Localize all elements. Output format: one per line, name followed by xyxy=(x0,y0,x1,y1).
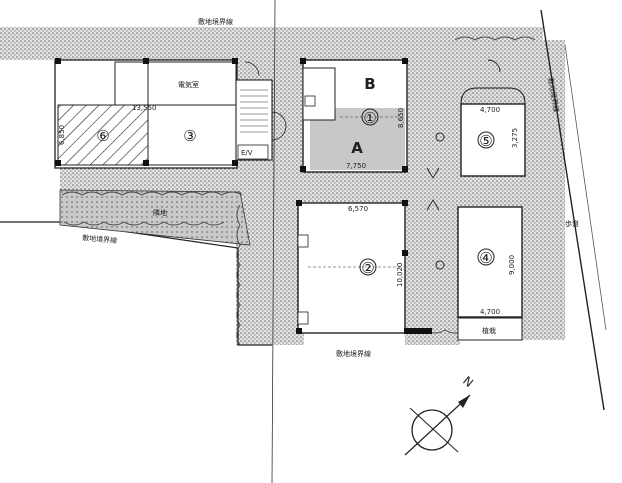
building-1-letter-a: A xyxy=(351,139,363,157)
elevator-label: E/V xyxy=(241,149,253,157)
building-3-width: 13,550 xyxy=(132,104,157,112)
building-1-letter-b: B xyxy=(364,75,375,93)
north-indicator-icon: N xyxy=(460,374,476,390)
stair-core: E/V xyxy=(235,61,287,161)
building-6-depth: 6,850 xyxy=(58,125,66,145)
building-2: ② 6,570 10,020 xyxy=(296,200,432,334)
boundary-label-top: 敷地境界線 xyxy=(198,17,233,26)
tree-area-label: 植栽 xyxy=(482,326,496,335)
building-4-number: ④ xyxy=(479,249,492,267)
building-2-depth: 10,020 xyxy=(396,263,404,288)
building-4-depth: 9,000 xyxy=(508,255,516,275)
building-6-number: ⑥ xyxy=(96,127,109,145)
building-2-width: 6,570 xyxy=(348,205,368,213)
road-label: 歩道 xyxy=(565,219,579,228)
building-3-number: ③ xyxy=(183,127,196,145)
adjacent-lot-label: 隣地 xyxy=(153,208,167,217)
building-1-number: ① xyxy=(363,109,376,127)
tree-strip xyxy=(61,36,536,346)
north-compass: N xyxy=(404,374,476,456)
boundary-label-left: 敷地境界線 xyxy=(82,233,118,245)
electric-room-label: 電気室 xyxy=(178,80,199,89)
boundary-label-bottom: 敷地境界線 xyxy=(336,349,371,358)
building-5-width: 4,700 xyxy=(480,106,500,114)
building-west-block: ⑥ ③ 電気室 13,550 6,850 xyxy=(54,58,238,169)
building-1-width: 7,750 xyxy=(346,162,366,170)
site-paving xyxy=(0,27,565,345)
gate-markers xyxy=(426,59,501,270)
reference-line xyxy=(271,0,276,483)
building-5-number: ⑤ xyxy=(479,132,492,150)
building-4: ④ 4,700 9,000 植栽 xyxy=(457,206,523,341)
building-1-depth: 8,650 xyxy=(397,108,405,128)
building-5: ⑤ 4,700 3,275 xyxy=(460,87,526,177)
building-1: ① B A 7,750 8,650 xyxy=(300,58,408,173)
adjacent-lot xyxy=(0,189,272,346)
road-edge xyxy=(540,9,607,411)
building-2-number: ② xyxy=(361,259,374,277)
building-4-width: 4,700 xyxy=(480,308,500,316)
building-5-depth: 3,275 xyxy=(511,128,519,148)
